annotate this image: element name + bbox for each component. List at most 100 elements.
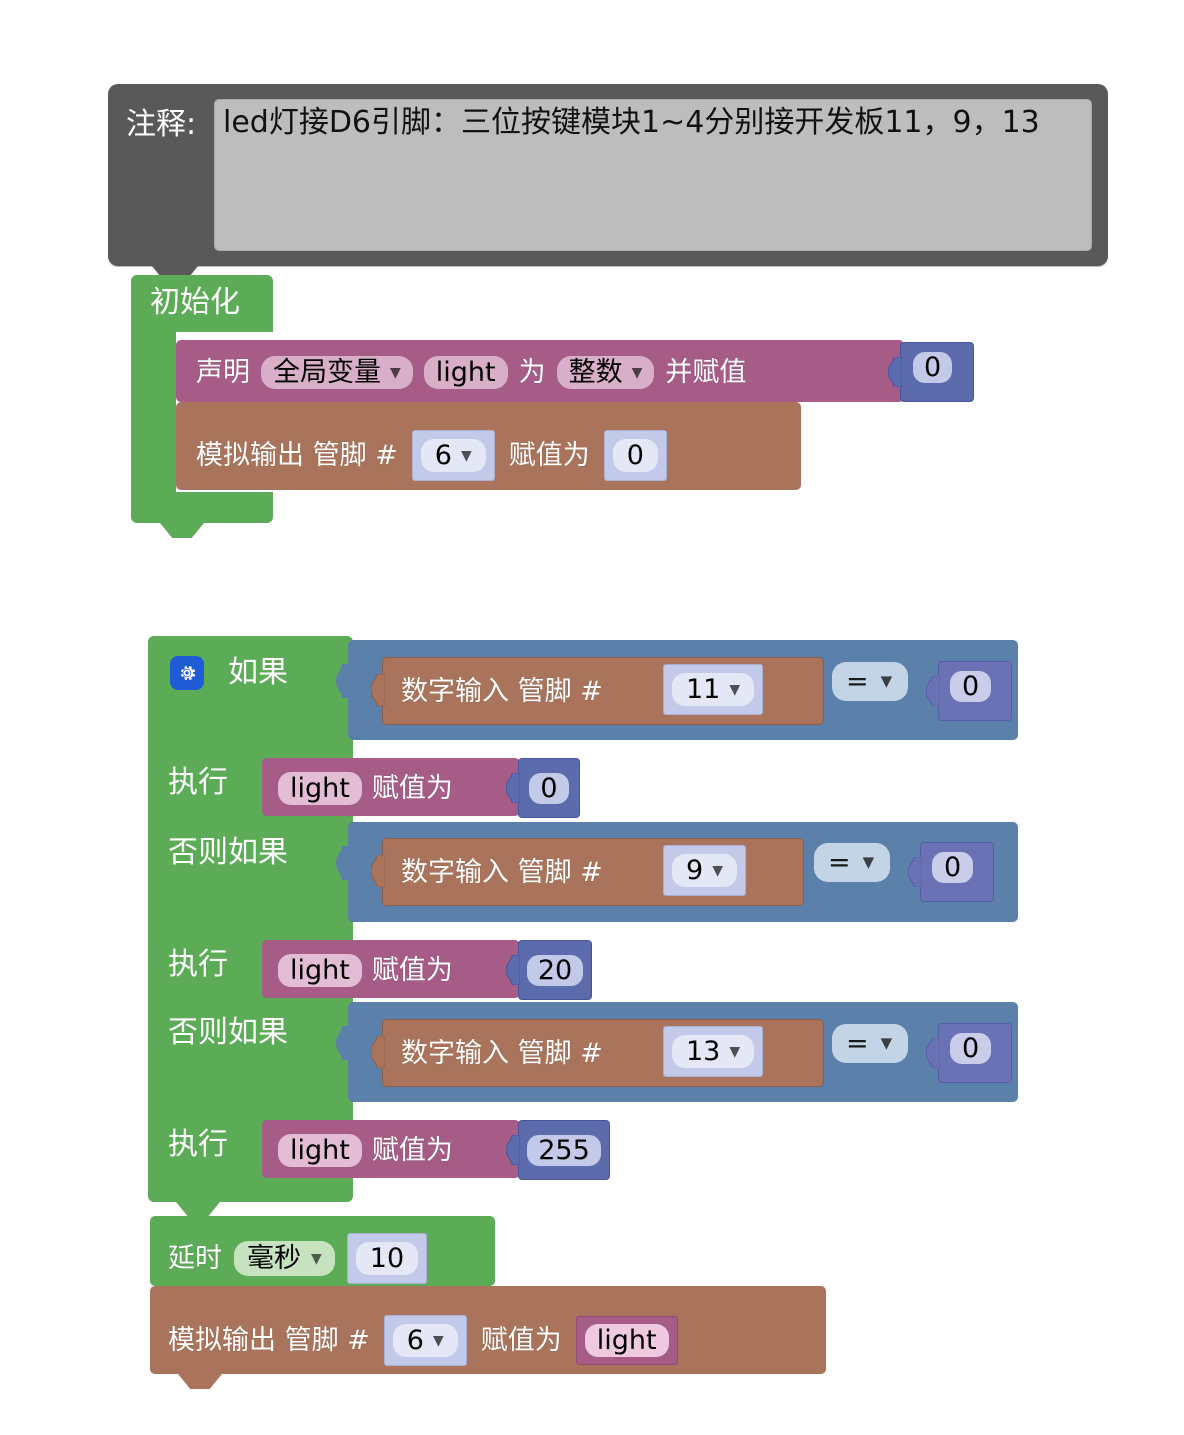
declare-type-value: 整数 [568,357,623,388]
analog-write-pin-value: 6 [406,1325,424,1356]
init-bottom-connector [160,523,204,538]
do-label-2: 执行 [168,947,228,982]
chevron-down-icon: ▼ [432,1332,444,1349]
comment-block[interactable]: 注释: led灯接D6引脚：三位按键模块1~4分别接开发板11，9，13 [108,84,1108,266]
declare-variable-row: 声明 全局变量 ▼ light 为 整数 ▼ 并赋值 [196,356,746,389]
chevron-down-icon: ▼ [880,672,893,690]
declare-as-word: 为 [518,357,546,388]
chevron-down-icon: ▼ [729,681,741,698]
digital-read-pin-dropdown-1[interactable]: 11 ▼ [672,673,755,706]
set-variable-row-2: light 赋值为 [278,954,453,987]
digital-read-block-3[interactable]: 数字输入 管脚 # 13 ▼ [371,1019,824,1087]
analog-write-variable-field[interactable]: light [584,1324,669,1357]
digital-read-block-2[interactable]: 数字输入 管脚 # 9 ▼ [371,838,804,906]
delay-value-field[interactable]: 10 [355,1242,419,1275]
digital-read-pin-socket-3[interactable]: 13 ▼ [663,1026,764,1077]
comparison-value-block-3[interactable]: 0 [926,1023,1012,1083]
digital-read-pin-value-3: 13 [686,1036,721,1067]
do-label-1: 执行 [168,765,228,800]
comparison-value-field-1[interactable]: 0 [950,671,992,702]
puzzle-tab-icon [888,357,902,387]
set-variable-name-1[interactable]: light [278,772,362,805]
comparison-operator-value-1: = [846,666,869,697]
init-analog-write-row: 模拟输出 管脚 # 6 ▼ 赋值为 0 [196,430,667,481]
elseif-keyword-label-3: 否则如果 [168,1015,288,1050]
puzzle-tab-icon [908,857,922,887]
set-variable-value-block-3[interactable]: 255 [506,1120,610,1180]
puzzle-tab-icon [336,1026,350,1060]
init-analog-value-field[interactable]: 0 [612,439,658,472]
declare-scope-value: 全局变量 [273,357,381,388]
declare-keyword: 声明 [196,357,250,388]
digital-read-label-1: 数字输入 管脚 # [401,676,603,707]
puzzle-tab-icon [926,676,940,706]
declare-value-field[interactable]: 0 [913,352,953,383]
comparison-operator-dropdown-2[interactable]: = ▼ [814,843,891,882]
declare-type-dropdown[interactable]: 整数 ▼ [556,356,655,389]
delay-unit-value: 毫秒 [247,1243,301,1274]
set-variable-assign-word-2: 赋值为 [371,955,453,986]
puzzle-tab-icon [371,1036,385,1068]
digital-read-label-3: 数字输入 管脚 # [401,1038,603,1069]
puzzle-tab-icon [506,1135,520,1165]
comparison-operator-value-3: = [846,1028,869,1059]
comparison-value-field-2[interactable]: 0 [932,852,974,883]
comparison-value-block-2[interactable]: 0 [908,842,994,902]
comparison-value-block-1[interactable]: 0 [926,661,1012,721]
chevron-down-icon: ▼ [880,1034,893,1052]
chevron-down-icon: ▼ [862,853,875,871]
puzzle-tab-icon [336,846,350,880]
set-variable-assign-word-3: 赋值为 [371,1135,453,1166]
declare-value-number-block[interactable]: 0 [888,342,974,402]
set-variable-value-block-1[interactable]: 0 [506,758,580,818]
puzzle-tab-icon [926,1038,940,1068]
analog-write-assign-word: 赋值为 [480,1325,562,1356]
analog-write-pin-dropdown[interactable]: 6 ▼ [392,1324,458,1357]
analog-write-value-socket[interactable]: light [575,1316,678,1365]
elseif-keyword-label-2: 否则如果 [168,835,288,870]
init-analog-value-socket[interactable]: 0 [603,430,667,481]
set-variable-value-block-2[interactable]: 20 [506,940,592,1000]
chevron-down-icon: ▼ [712,862,723,879]
delay-unit-dropdown[interactable]: 毫秒 ▼ [234,1241,335,1276]
puzzle-tab-icon [336,664,350,698]
analog-write-pin-socket[interactable]: 6 ▼ [383,1315,467,1366]
init-analog-pin-value: 6 [434,440,452,471]
digital-read-pin-socket-1[interactable]: 11 ▼ [663,664,764,715]
puzzle-tab-icon [506,955,520,985]
init-analog-pin-dropdown[interactable]: 6 ▼ [420,439,486,472]
digital-read-pin-dropdown-3[interactable]: 13 ▼ [672,1035,755,1068]
digital-read-pin-dropdown-2[interactable]: 9 ▼ [672,854,737,887]
if-bottom-connector [176,1202,220,1217]
analog-write-block[interactable] [150,1286,826,1374]
set-variable-value-field-1[interactable]: 0 [529,772,569,804]
set-variable-name-3[interactable]: light [278,1134,362,1167]
puzzle-tab-icon [506,773,520,803]
if-elseif-control-block[interactable] [148,636,353,1202]
gear-glyph-icon [181,666,196,680]
set-variable-name-2[interactable]: light [278,954,362,987]
delay-value-socket[interactable]: 10 [346,1233,428,1284]
comparison-operator-value-2: = [828,847,851,878]
declare-variable-name[interactable]: light [423,356,508,389]
comment-textarea[interactable]: led灯接D6引脚：三位按键模块1~4分别接开发板11，9，13 [214,99,1092,251]
set-variable-value-field-2[interactable]: 20 [526,954,584,986]
comparison-operator-dropdown-3[interactable]: = ▼ [832,1024,909,1063]
declare-scope-dropdown[interactable]: 全局变量 ▼ [261,356,413,389]
comparison-operator-dropdown-1[interactable]: = ▼ [832,662,909,701]
analog-write-row: 模拟输出 管脚 # 6 ▼ 赋值为 light [168,1315,678,1366]
digital-read-pin-socket-2[interactable]: 9 ▼ [663,845,746,896]
init-analog-pin-socket[interactable]: 6 ▼ [411,430,495,481]
chevron-down-icon: ▼ [460,447,472,464]
digital-read-label-2: 数字输入 管脚 # [401,857,603,888]
digital-read-pin-value-2: 9 [686,855,704,886]
set-variable-value-field-3[interactable]: 255 [527,1134,601,1166]
digital-read-pin-value-1: 11 [686,674,721,705]
digital-read-block-1[interactable]: 数字输入 管脚 # 11 ▼ [371,657,824,725]
init-analog-write-label: 模拟输出 管脚 # [196,440,398,471]
comment-label: 注释: [126,107,197,142]
declare-assign-word: 并赋值 [665,357,747,388]
comparison-value-field-3[interactable]: 0 [950,1033,992,1064]
gear-icon[interactable] [170,656,204,690]
set-variable-assign-word-1: 赋值为 [371,773,453,804]
